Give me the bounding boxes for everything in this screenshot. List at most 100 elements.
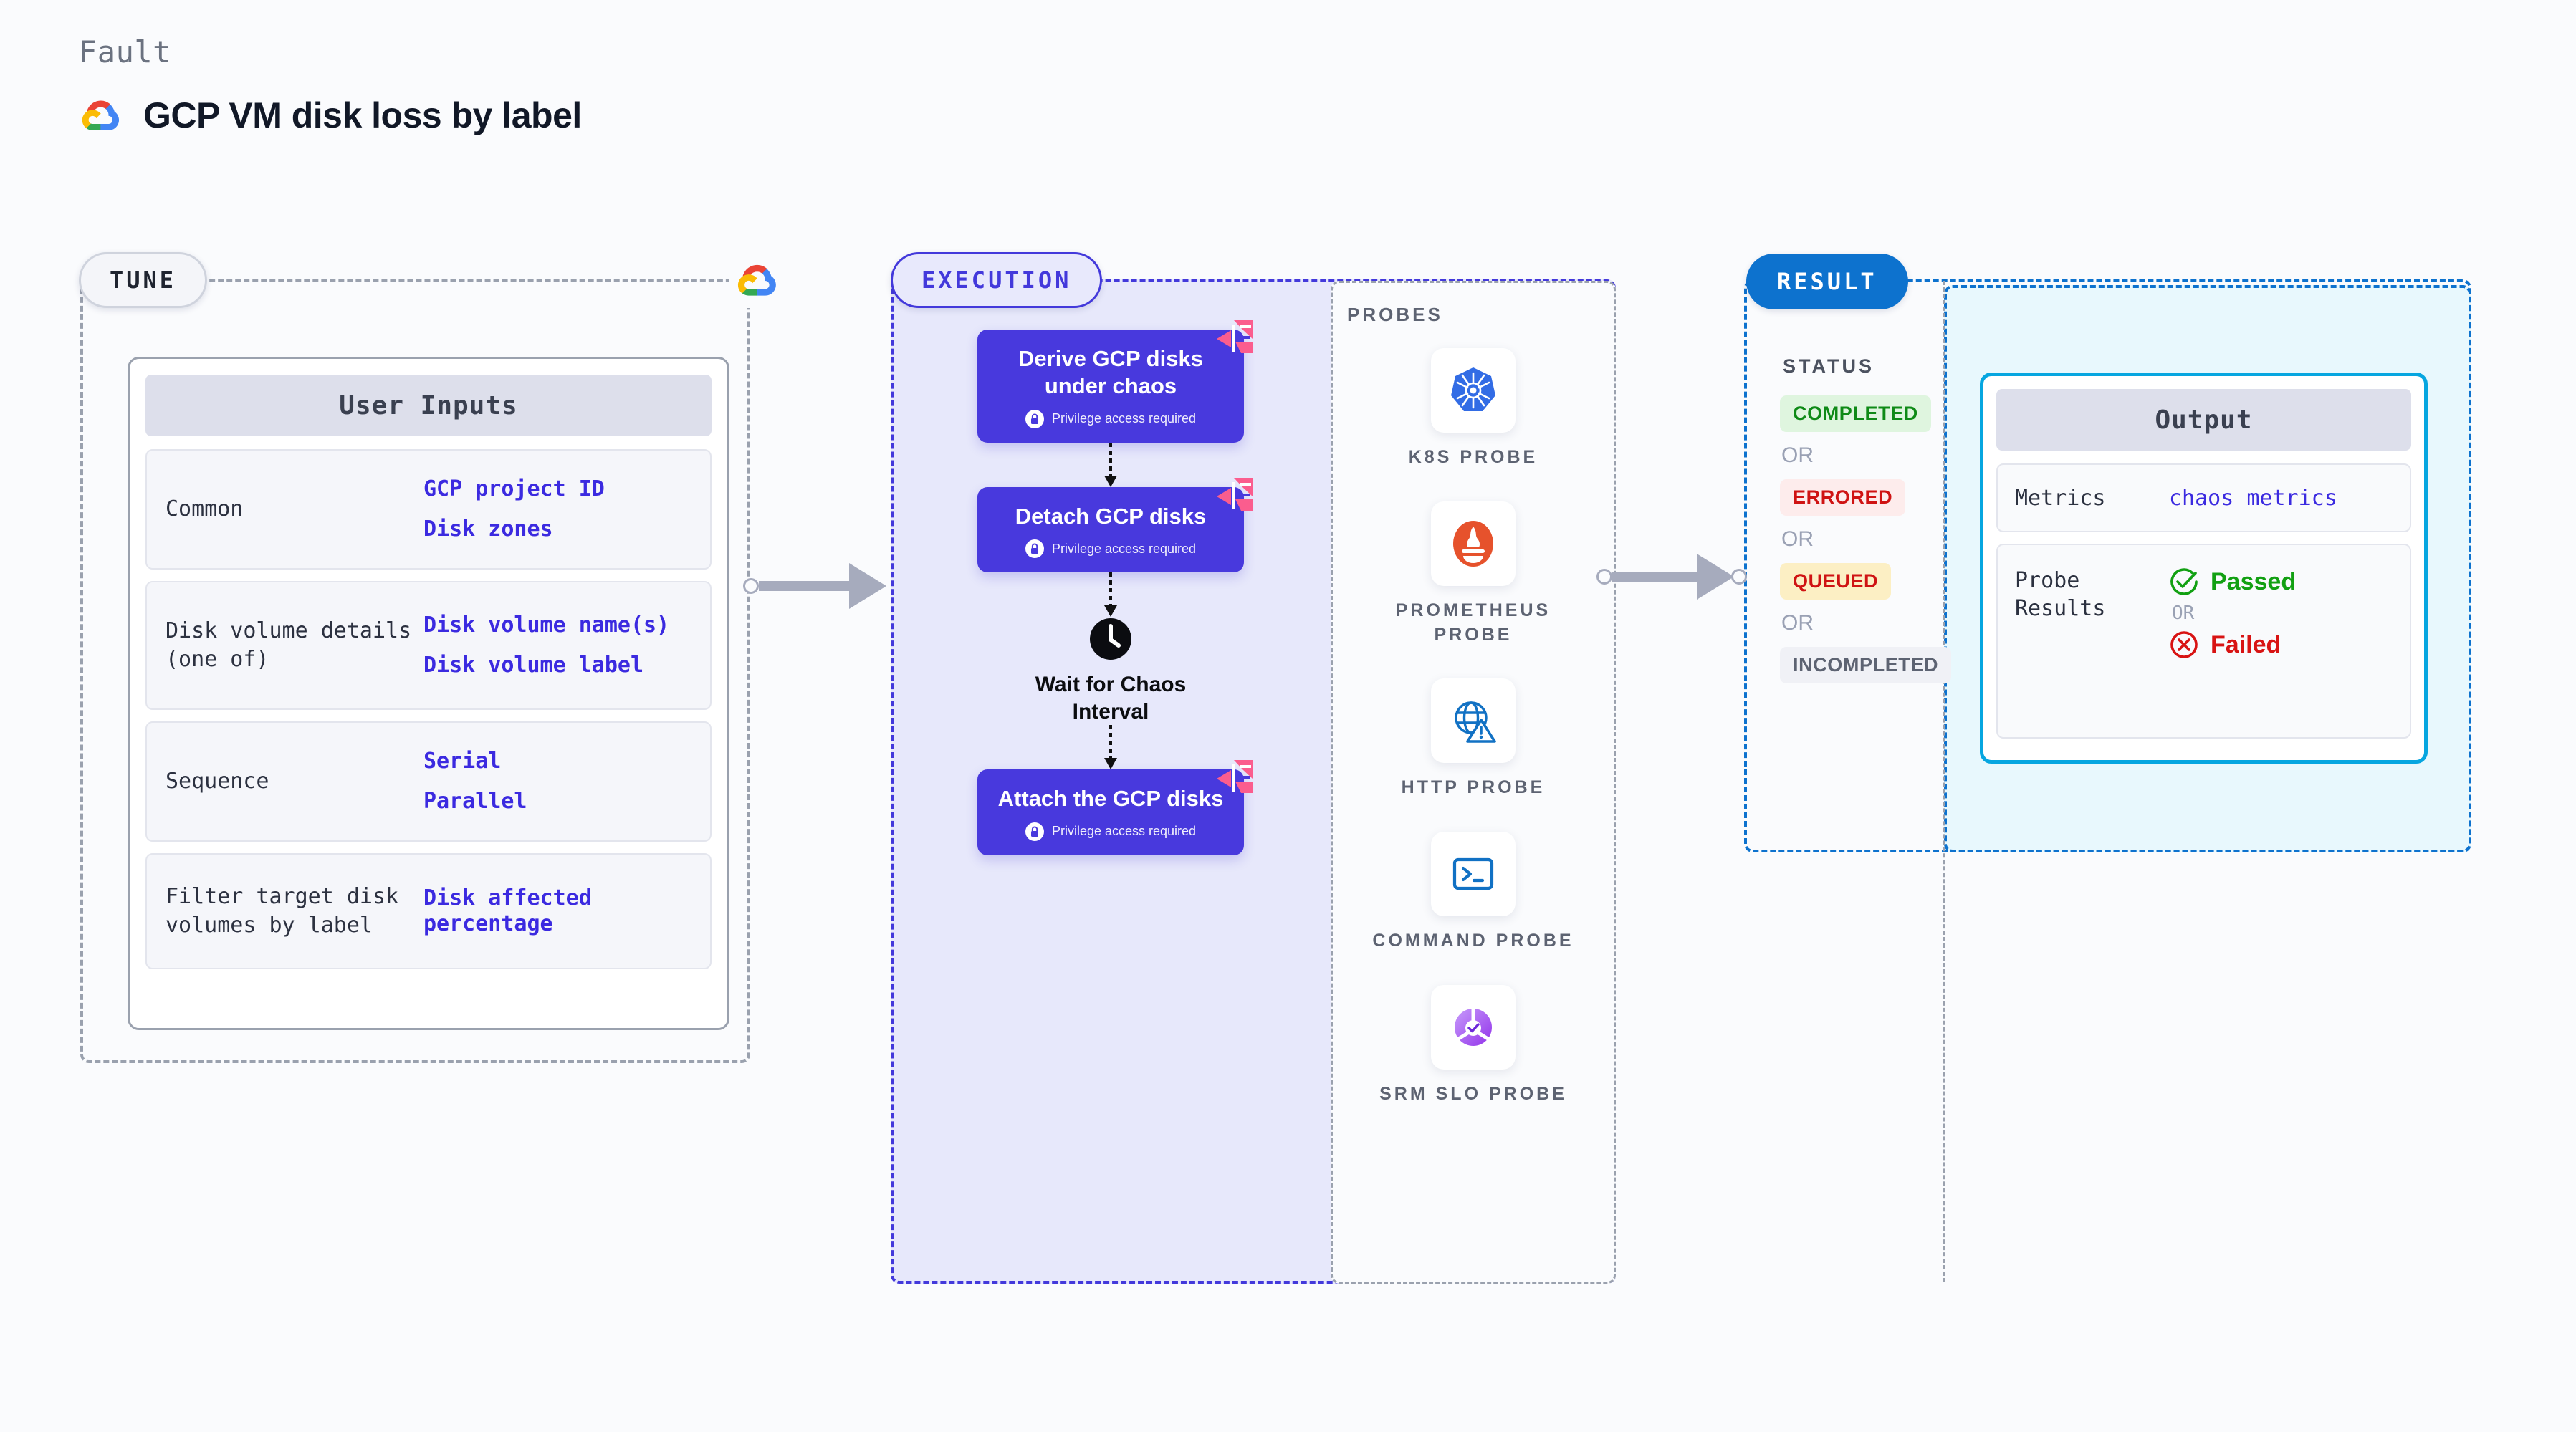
connector-start-dot <box>743 578 759 594</box>
input-row-key: Sequence <box>166 768 269 794</box>
input-row-key: Filter target disk volumes by label <box>166 883 399 938</box>
result-stage-container <box>1744 279 2471 852</box>
status-badge-queued[interactable]: QUEUED <box>1780 563 1892 600</box>
execution-step-derive-gcp-disks[interactable]: Derive GCP disks under chaos Privilege a… <box>977 320 1253 443</box>
stage-tag-execution[interactable]: EXECUTION <box>891 252 1103 308</box>
flow-arrow-line <box>1109 724 1112 759</box>
input-row-disk-volume-details[interactable]: Disk volume details (one of) Disk volume… <box>145 581 712 710</box>
gcp-logo-icon <box>82 100 120 130</box>
probe-results-values: Passed OR Failed <box>2169 567 2296 660</box>
privilege-note: Privilege access required <box>1025 822 1196 841</box>
input-value[interactable]: Disk zones <box>423 516 553 542</box>
output-row-metrics[interactable]: Metrics chaos metrics <box>1996 463 2411 532</box>
connector-arrowhead <box>849 563 886 609</box>
execution-step-title: Attach the GCP disks <box>997 785 1224 811</box>
input-row-values: Disk affected percentage <box>423 885 691 937</box>
connector-arrowhead <box>1697 554 1734 600</box>
execution-wait-label: Wait for Chaos Interval <box>1035 673 1187 724</box>
input-value[interactable]: Serial <box>423 749 502 774</box>
probe-item-command[interactable]: COMMAND PROBE <box>1366 832 1581 953</box>
probe-result-or-label: OR <box>2172 602 2195 624</box>
lock-icon <box>1025 822 1044 841</box>
probe-item-srm-slo[interactable]: SRM SLO PROBE <box>1366 984 1581 1107</box>
input-row-filter-target[interactable]: Filter target disk volumes by label Disk… <box>145 853 712 969</box>
flow-arrow <box>1104 724 1117 769</box>
probe-icon-tile <box>1431 984 1516 1070</box>
connector-execution-to-result <box>1596 554 1747 600</box>
lock-icon <box>1025 539 1044 559</box>
privilege-note-text: Privilege access required <box>1051 411 1197 426</box>
http-globe-warning-icon <box>1455 701 1496 744</box>
probe-item-prometheus[interactable]: PROMETHEUS PROBE <box>1366 501 1581 648</box>
input-row-values: Disk volume name(s) Disk volume label <box>423 612 669 678</box>
tune-stage-container <box>80 279 750 1063</box>
probes-section-title: PROBES <box>1347 304 1443 325</box>
kubernetes-icon <box>1451 367 1495 411</box>
probes-stage-container <box>1331 281 1616 1284</box>
probe-label: COMMAND PROBE <box>1372 931 1574 951</box>
input-row-key: Disk volume details (one of) <box>166 618 412 673</box>
input-row-values: GCP project ID Disk zones <box>423 476 605 542</box>
stage-tag-result[interactable]: RESULT <box>1746 254 1908 309</box>
lock-icon <box>1025 409 1044 428</box>
input-value[interactable]: Disk volume name(s) <box>423 612 670 638</box>
terminal-icon <box>1452 857 1494 890</box>
probe-icon-tile <box>1431 348 1516 433</box>
execution-wait-node: Wait for Chaos Interval <box>1021 617 1200 724</box>
output-row-value[interactable]: chaos metrics <box>2169 485 2337 511</box>
chaos-fault-icon <box>1217 759 1253 793</box>
gcp-logo-icon <box>737 264 776 296</box>
input-value[interactable]: Disk volume label <box>423 653 644 678</box>
probe-label: SRM SLO PROBE <box>1379 1083 1567 1104</box>
probe-label: HTTP PROBE <box>1401 777 1546 798</box>
prometheus-icon <box>1453 520 1493 567</box>
result-inner-divider <box>1943 281 1945 1282</box>
privilege-note-text: Privilege access required <box>1051 541 1197 556</box>
input-row-sequence[interactable]: Sequence Serial Parallel <box>145 721 712 842</box>
chaos-fault-icon <box>1217 477 1253 511</box>
status-badge-errored[interactable]: ERRORED <box>1780 479 1906 516</box>
output-card: Output Metrics chaos metrics Probe Resul… <box>1980 373 2428 764</box>
input-row-values: Serial Parallel <box>423 749 527 814</box>
page-title-row: GCP VM disk loss by label <box>79 93 582 138</box>
input-row-common[interactable]: Common GCP project ID Disk zones <box>145 449 712 570</box>
output-row-probe-results[interactable]: Probe Results Passed OR Failed <box>1996 544 2411 739</box>
flow-arrow-head <box>1104 757 1117 769</box>
output-row-key: Metrics <box>2015 485 2106 511</box>
connector-start-dot <box>1596 569 1612 585</box>
privilege-note-text: Privilege access required <box>1051 824 1197 839</box>
output-row-key: Probe Results <box>2015 568 2106 621</box>
probe-result-passed-label: Passed <box>2211 567 2297 595</box>
status-or-label: OR <box>1781 443 1814 467</box>
input-value[interactable]: Parallel <box>423 789 527 814</box>
tune-provider-badge <box>729 252 785 308</box>
execution-flow: Derive GCP disks under chaos Privilege a… <box>891 320 1331 855</box>
connector-tune-to-execution <box>743 563 886 609</box>
clock-icon <box>1090 618 1131 660</box>
chaos-fault-icon <box>1217 320 1253 353</box>
status-badge-incompleted[interactable]: INCOMPLETED <box>1780 647 1952 683</box>
stage-tag-tune[interactable]: TUNE <box>79 252 208 308</box>
fault-kicker-label: Fault <box>79 34 171 69</box>
probe-icon-tile <box>1431 501 1516 586</box>
status-or-label: OR <box>1781 527 1814 551</box>
input-value[interactable]: Disk affected percentage <box>423 885 592 936</box>
output-card-title: Output <box>1996 389 2411 451</box>
flow-arrow-head <box>1104 475 1117 487</box>
execution-step-attach-gcp-disks[interactable]: Attach the GCP disks Privilege access re… <box>977 759 1253 855</box>
user-inputs-title: User Inputs <box>145 375 712 436</box>
check-circle-icon <box>2170 568 2198 595</box>
flow-arrow <box>1104 442 1117 487</box>
privilege-note: Privilege access required <box>1025 539 1197 559</box>
status-or-label: OR <box>1781 611 1814 635</box>
srm-slo-icon <box>1455 1008 1492 1046</box>
probe-item-http[interactable]: HTTP PROBE <box>1366 678 1581 800</box>
status-badge-completed[interactable]: COMPLETED <box>1780 395 1931 432</box>
probe-item-k8s[interactable]: K8S PROBE <box>1366 348 1581 470</box>
privilege-note: Privilege access required <box>1025 409 1197 428</box>
input-value[interactable]: GCP project ID <box>423 476 605 501</box>
execution-step-detach-gcp-disks[interactable]: Detach GCP disks Privilege access requir… <box>977 477 1253 573</box>
user-inputs-card: User Inputs Common GCP project ID Disk z… <box>128 357 729 1030</box>
flow-arrow <box>1104 572 1117 618</box>
probe-label: K8S PROBE <box>1408 447 1538 467</box>
